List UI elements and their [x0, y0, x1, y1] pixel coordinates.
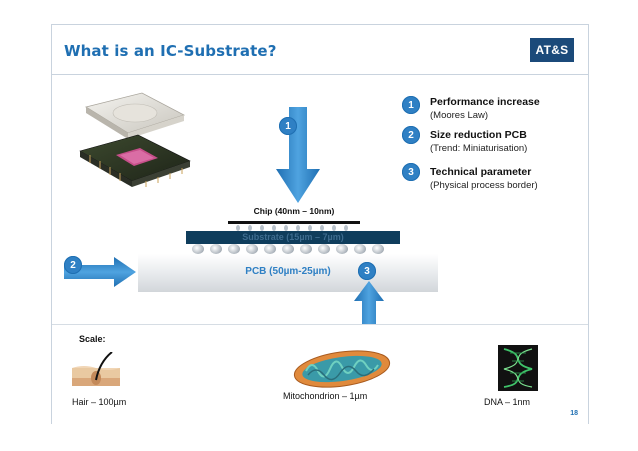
micro-bump — [272, 225, 276, 231]
title-divider — [52, 74, 588, 75]
micro-bump — [332, 225, 336, 231]
scale-label: Scale: — [79, 334, 106, 344]
arrow-up-icon — [354, 281, 384, 329]
dna-icon — [498, 345, 538, 391]
page-number: 18 — [570, 410, 578, 417]
pcb-layer — [138, 254, 438, 292]
solder-ball — [318, 244, 330, 254]
slide: What is an IC-Substrate? AT&S — [51, 24, 589, 424]
arrow-right-icon — [64, 257, 136, 287]
solder-ball — [354, 244, 366, 254]
legend-subtitle-3: (Physical process border) — [430, 180, 538, 191]
page-title: What is an IC-Substrate? — [64, 42, 277, 60]
legend-badge-3: 3 — [402, 163, 420, 181]
solder-ball — [210, 244, 222, 254]
arrow-down-icon — [276, 107, 320, 203]
company-logo: AT&S — [530, 38, 574, 62]
solder-ball — [372, 244, 384, 254]
substrate-label: Substrate (15µm – 7µm) — [242, 232, 344, 242]
legend-subtitle-2: (Trend: Miniaturisation) — [430, 143, 528, 154]
micro-bump — [296, 225, 300, 231]
dna-caption: DNA – 1nm — [484, 397, 531, 407]
legend-badge-1: 1 — [402, 96, 420, 114]
solder-ball — [264, 244, 276, 254]
legend-title-3: Technical parameter — [430, 166, 532, 178]
arrow-badge-3: 3 — [358, 262, 376, 280]
hair-icon — [72, 352, 120, 386]
micro-bump — [320, 225, 324, 231]
micro-bump — [236, 225, 240, 231]
micro-bump — [248, 225, 252, 231]
solder-ball — [300, 244, 312, 254]
solder-ball — [246, 244, 258, 254]
solder-ball — [228, 244, 240, 254]
mitochondrion-caption: Mitochondrion – 1µm — [283, 391, 368, 401]
legend-subtitle-1: (Moores Law) — [430, 110, 489, 121]
micro-bump — [284, 225, 288, 231]
solder-ball — [192, 244, 204, 254]
substrate-layer — [186, 231, 400, 244]
micro-bump — [260, 225, 264, 231]
solder-ball — [336, 244, 348, 254]
legend-badge-2: 2 — [402, 126, 420, 144]
arrow-badge-1: 1 — [279, 117, 297, 135]
micro-bump — [308, 225, 312, 231]
micro-bump — [344, 225, 348, 231]
mitochondrion-icon — [293, 350, 391, 388]
solder-ball — [282, 244, 294, 254]
legend-title-1: Performance increase — [430, 96, 540, 108]
arrow-badge-2: 2 — [64, 256, 82, 274]
chip-die — [228, 221, 360, 224]
ic-package-image — [79, 92, 191, 187]
hair-caption: Hair – 100µm — [72, 397, 127, 407]
pcb-label: PCB (50µm-25µm) — [245, 266, 331, 277]
legend-title-2: Size reduction PCB — [430, 129, 527, 141]
chip-label: Chip (40nm – 10nm) — [253, 206, 335, 216]
